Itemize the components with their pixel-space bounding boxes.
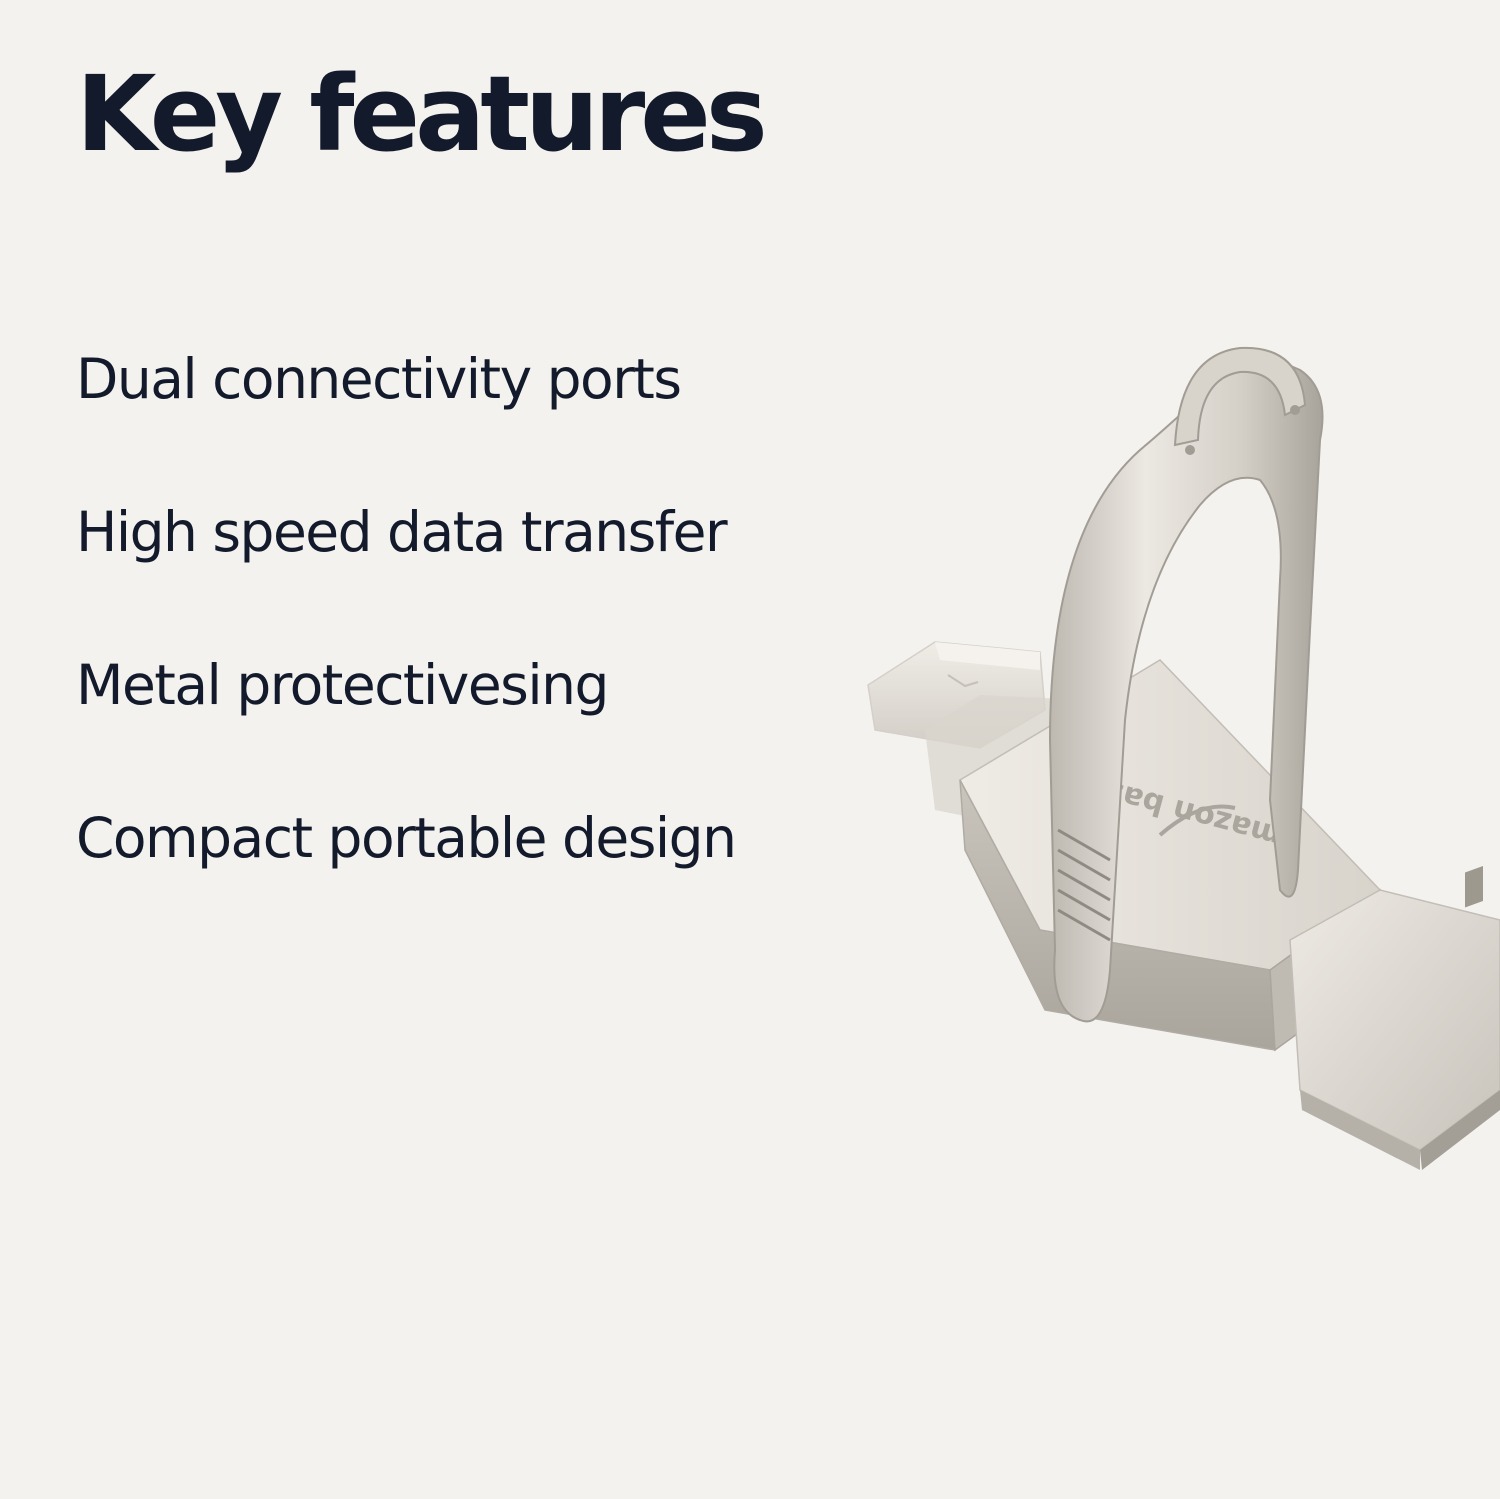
feature-item-metal-protective: Metal protectivesing — [76, 653, 609, 717]
feature-list: Dual connectivity ports High speed data … — [76, 346, 737, 958]
feature-item-dual-connectivity: Dual connectivity ports — [76, 347, 682, 411]
page-title: Key features — [76, 53, 768, 175]
feature-item-high-speed: High speed data transfer — [76, 500, 728, 564]
usb-flash-drive-icon: amazon basics — [867, 346, 1500, 1170]
feature-item-compact-design: Compact portable design — [76, 806, 737, 870]
usb-flash-drive-image: amazon basics — [840, 330, 1500, 1230]
